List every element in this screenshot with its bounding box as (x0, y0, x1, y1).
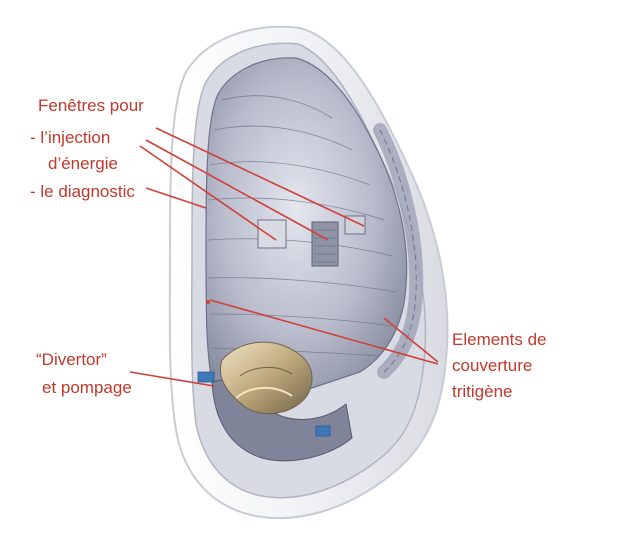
leader-line-diagnostic (145, 187, 207, 209)
label-blanket-2: couverture (452, 356, 533, 375)
leader-line-windows-2 (145, 139, 329, 241)
leader-line-blanket-1 (209, 299, 439, 365)
leader-line-divertor (129, 371, 215, 387)
label-windows-title: Fenêtres pour (38, 96, 144, 115)
leader-line-blanket-2 (383, 317, 439, 363)
blanket-outer-band (373, 123, 424, 379)
leader-line-injection (139, 145, 277, 241)
leader-line-windows-1 (155, 127, 365, 227)
label-divertor-1: “Divertor” (36, 350, 107, 369)
label-blanket-3: tritigène (452, 382, 513, 401)
marker-windows (206, 300, 210, 304)
divertor (197, 341, 353, 462)
label-divertor-2: et pompage (42, 378, 132, 397)
leader-lines (129, 127, 439, 387)
label-windows-injection-1: - l’injection (30, 128, 111, 147)
label-windows-injection-2: d’énergie (48, 154, 118, 173)
label-blanket-1: Elements de (452, 330, 547, 349)
port-windows (257, 215, 366, 267)
label-windows-diagnostic: - le diagnostic (30, 182, 135, 201)
